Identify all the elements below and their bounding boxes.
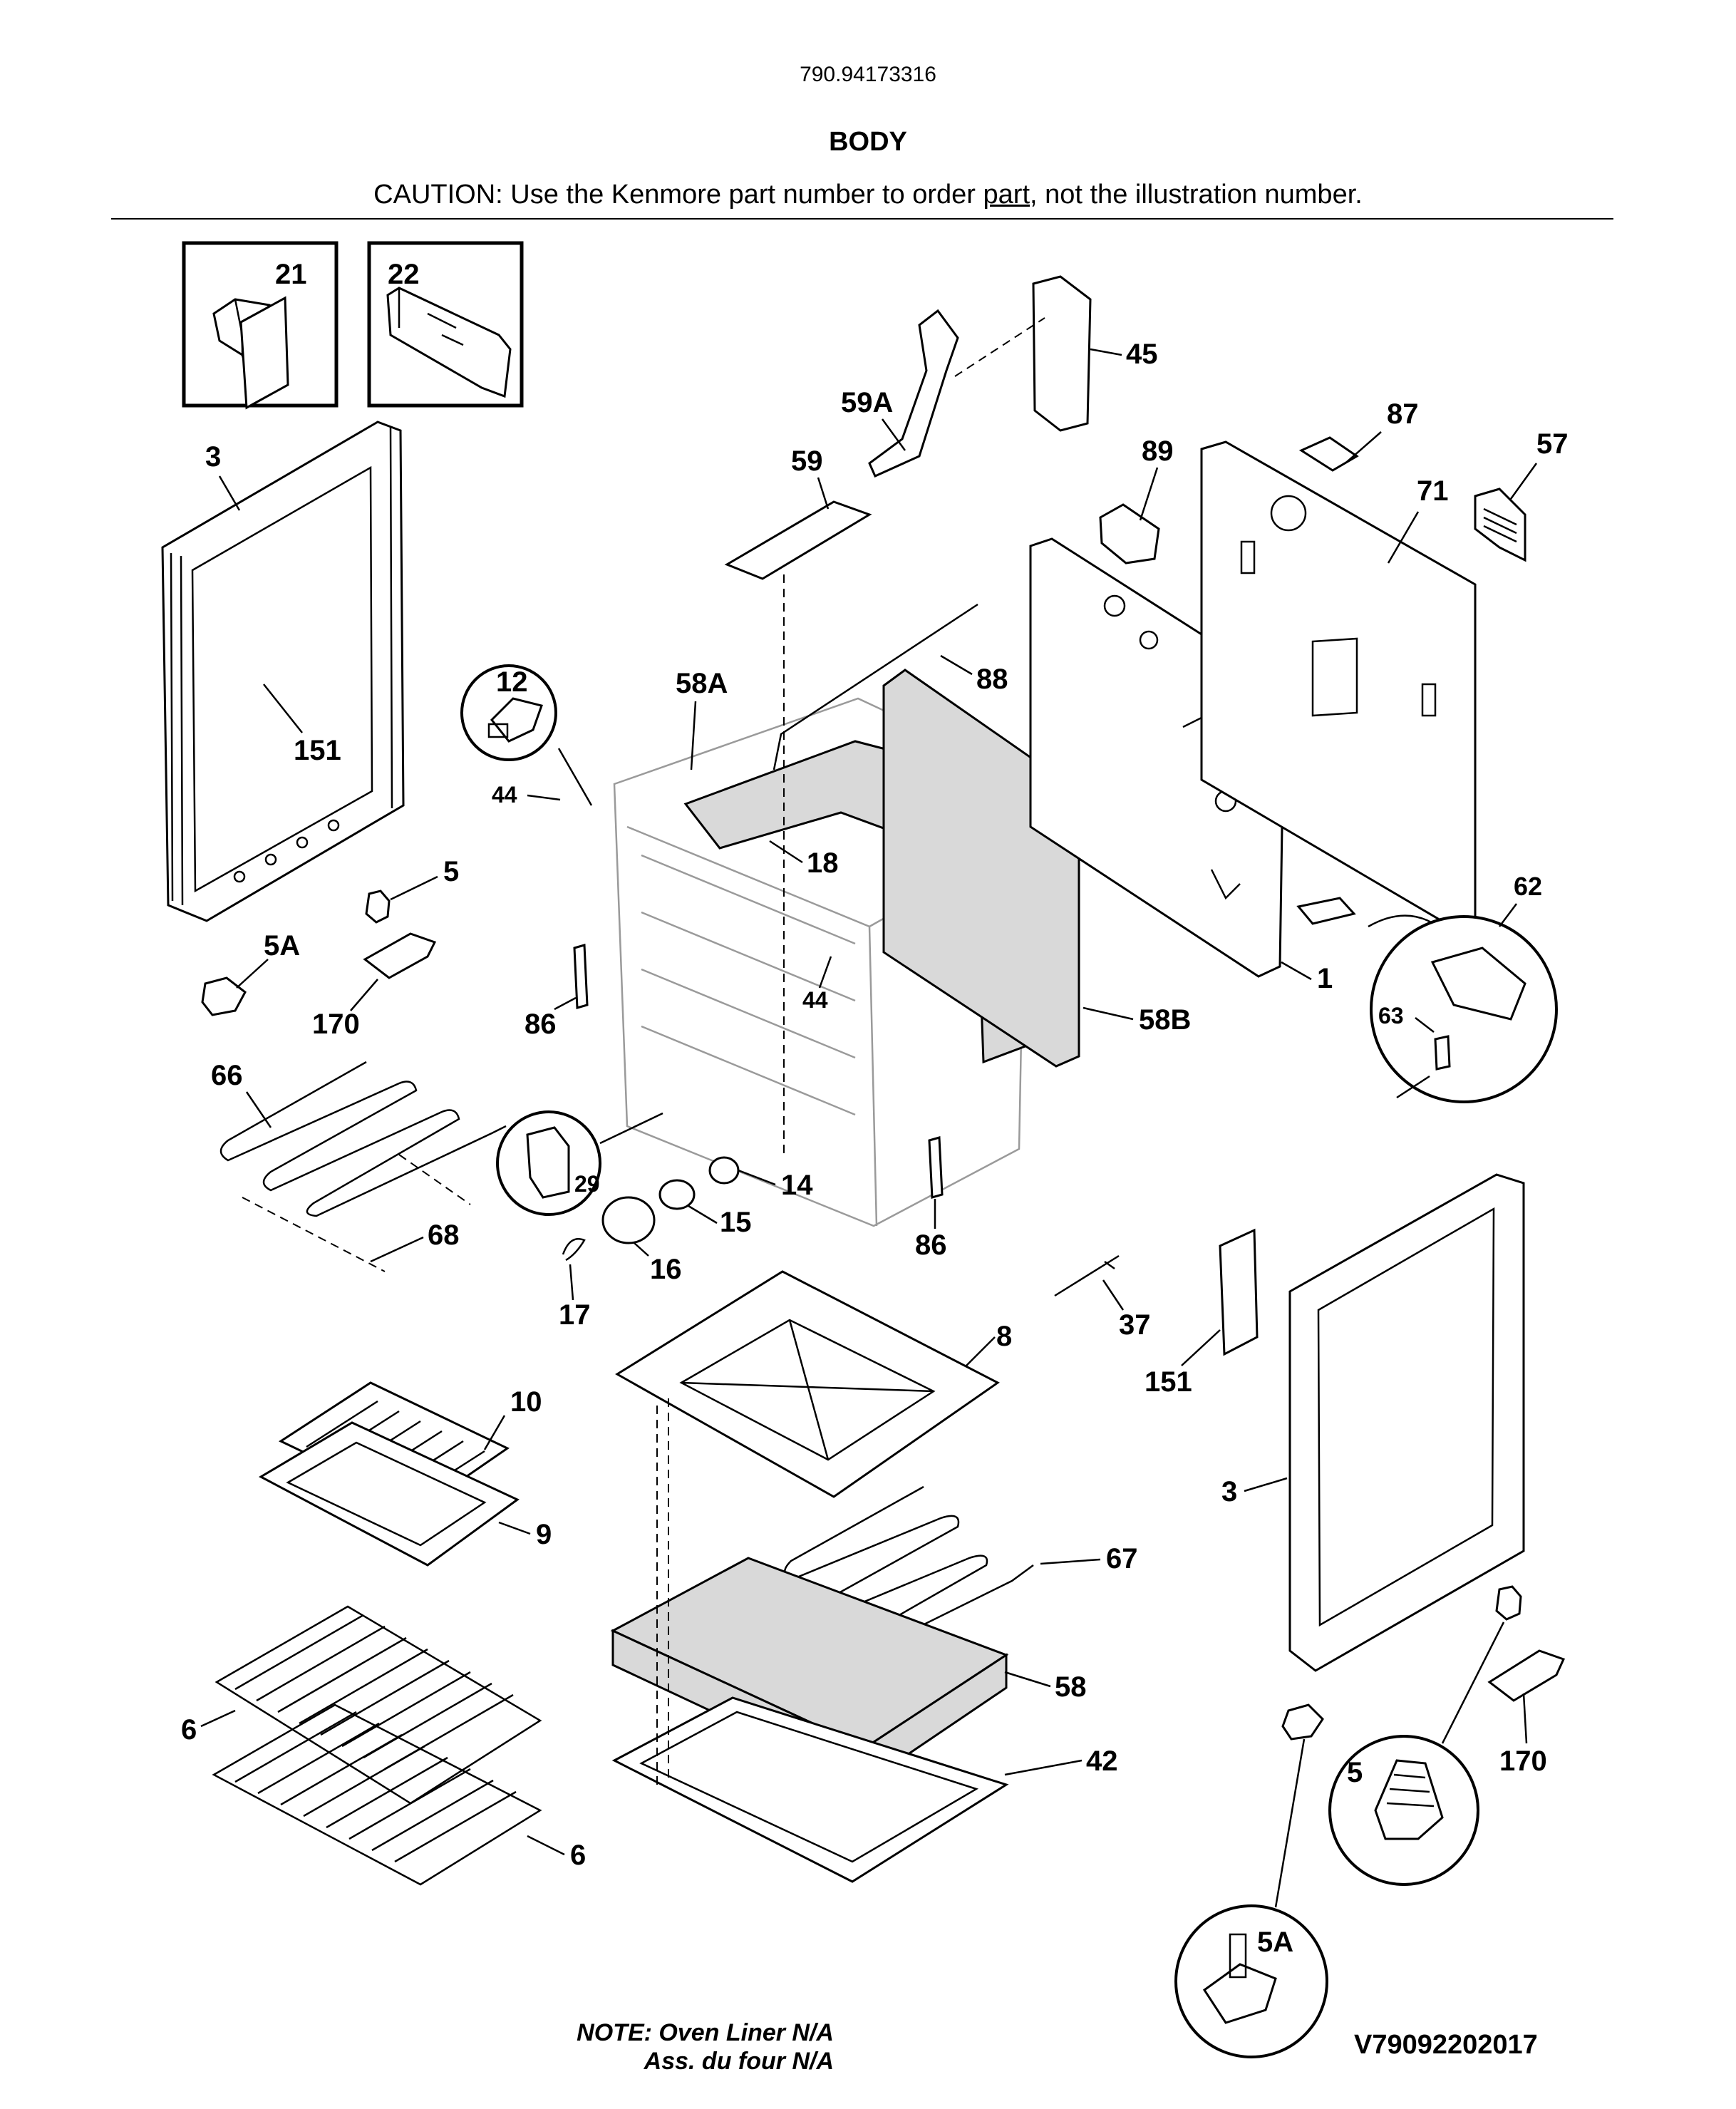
- lamp-socket-14: [708, 1156, 740, 1185]
- right-side-panel: [1219, 1173, 1525, 1672]
- label-58A: 58A: [676, 668, 728, 699]
- leveler-5-right: [1495, 1585, 1522, 1621]
- oven-bottom-8: [615, 1270, 1000, 1498]
- label-88: 88: [976, 664, 1008, 695]
- label-21: 21: [275, 259, 307, 290]
- label-16: 16: [650, 1254, 682, 1285]
- label-6-upper: 6: [181, 1714, 197, 1746]
- leveler-5A-left: [201, 976, 247, 1016]
- label-12: 12: [496, 666, 528, 698]
- caution-suffix: , not the illustration number.: [1030, 180, 1363, 210]
- label-3-left: 3: [205, 441, 221, 473]
- part-87-plate: [1298, 436, 1359, 472]
- retainer-17: [562, 1238, 586, 1262]
- part-29-callout: [496, 1110, 601, 1216]
- label-17: 17: [559, 1299, 591, 1331]
- label-66: 66: [211, 1060, 243, 1091]
- label-59A: 59A: [841, 387, 893, 418]
- bottom-tray-42: [611, 1696, 1009, 1883]
- label-5A-right: 5A: [1257, 1927, 1293, 1958]
- duct-59: [724, 500, 872, 580]
- label-15: 15: [720, 1207, 752, 1238]
- lamp-cover-16: [601, 1196, 656, 1244]
- label-3-right: 3: [1221, 1476, 1237, 1507]
- left-side-panel: [161, 296, 405, 922]
- caution-note: CAUTION: Use the Kenmore part number to …: [0, 180, 1736, 210]
- oven-rack-6-upper: [215, 1605, 542, 1805]
- leveler-5-left: [365, 890, 391, 924]
- label-170-left: 170: [312, 1009, 360, 1040]
- label-151-right: 151: [1145, 1366, 1192, 1398]
- footer-note-line1: NOTE: Oven Liner N/A: [577, 2019, 834, 2046]
- label-37: 37: [1119, 1309, 1151, 1341]
- diagram-id: V79092202017: [1354, 2030, 1538, 2060]
- duct-45: [1032, 275, 1092, 432]
- footer-note: NOTE: Oven Liner N/A Ass. du four N/A: [549, 2018, 834, 2076]
- part-89-bracket: [1099, 503, 1160, 564]
- part-12-callout: [460, 664, 557, 761]
- label-71: 71: [1417, 475, 1449, 507]
- part-57-vent: [1474, 488, 1526, 562]
- label-87: 87: [1387, 398, 1419, 430]
- caution-prefix: CAUTION: Use the Kenmore part number to …: [373, 180, 983, 210]
- label-9: 9: [536, 1519, 552, 1550]
- label-6-lower: 6: [570, 1840, 586, 1871]
- label-29: 29: [574, 1171, 600, 1197]
- label-89: 89: [1142, 435, 1174, 467]
- part-5-callout: [1328, 1735, 1479, 1886]
- duct-59A: [868, 309, 959, 478]
- broil-pan-9: [258, 1421, 520, 1567]
- label-58: 58: [1055, 1671, 1087, 1703]
- anti-tip-170-right: [1487, 1649, 1566, 1702]
- label-170-right: 170: [1499, 1746, 1547, 1777]
- label-10: 10: [510, 1386, 542, 1418]
- label-58B: 58B: [1139, 1004, 1191, 1036]
- label-18: 18: [807, 847, 839, 879]
- label-63: 63: [1378, 1003, 1404, 1028]
- label-5-right: 5: [1347, 1757, 1363, 1788]
- label-5A-left: 5A: [264, 930, 300, 961]
- leveler-5A-right: [1281, 1703, 1324, 1741]
- label-68: 68: [428, 1219, 460, 1251]
- part-62-callout: [1370, 915, 1558, 1103]
- anti-tip-170-left: [363, 932, 437, 979]
- label-59: 59: [791, 445, 823, 477]
- label-57: 57: [1536, 428, 1569, 460]
- lamp-bulb-15: [658, 1179, 696, 1210]
- sensor-37: [1054, 1254, 1120, 1297]
- model-number: 790.94173316: [800, 63, 936, 86]
- wire-88: [773, 603, 978, 770]
- part-22-inset: [367, 241, 524, 408]
- caution-link: part: [983, 180, 1030, 210]
- label-44-upper: 44: [492, 782, 517, 808]
- broil-element-66: [219, 1061, 507, 1217]
- label-8: 8: [996, 1321, 1012, 1352]
- label-151-left: 151: [294, 735, 341, 766]
- terminal-block: [1296, 897, 1356, 925]
- label-5-left: 5: [443, 856, 459, 887]
- label-62: 62: [1514, 872, 1542, 901]
- label-86-left: 86: [525, 1009, 557, 1040]
- label-67: 67: [1106, 1543, 1138, 1574]
- label-45: 45: [1126, 339, 1158, 370]
- label-14: 14: [781, 1170, 813, 1201]
- label-86-right: 86: [915, 1229, 947, 1261]
- oven-rack-6-lower: [212, 1703, 542, 1886]
- label-44-lower: 44: [802, 987, 828, 1013]
- bracket-86-left: [573, 944, 589, 1009]
- part-5A-callout: [1174, 1904, 1328, 2058]
- label-1: 1: [1317, 963, 1333, 994]
- footer-note-line2: Ass. du four N/A: [644, 2048, 834, 2075]
- label-22: 22: [388, 259, 420, 290]
- header-divider: [111, 218, 1613, 220]
- label-42: 42: [1086, 1746, 1118, 1777]
- bracket-86-right: [928, 1136, 944, 1199]
- section-title: BODY: [829, 127, 907, 157]
